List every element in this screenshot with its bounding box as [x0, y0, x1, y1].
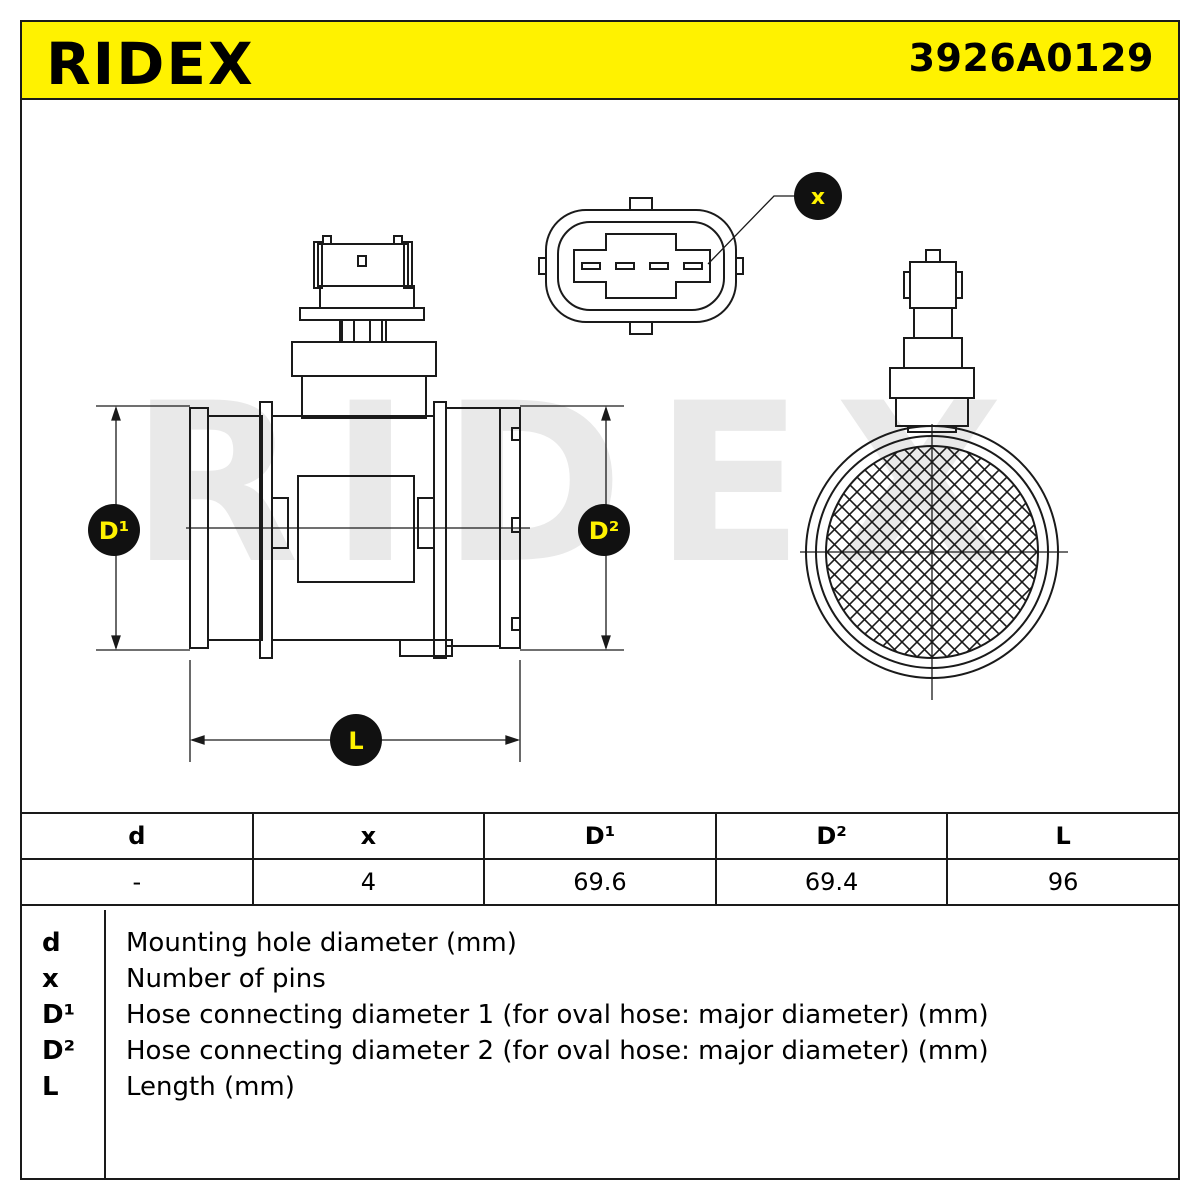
label-l-text: L: [348, 727, 363, 755]
legend-description: Number of pins: [126, 964, 326, 994]
table-header-cell: L: [946, 812, 1180, 860]
legend-item: D¹ Hose connecting diameter 1 (for oval …: [22, 1000, 1178, 1036]
table-header-cell: D¹: [483, 812, 717, 860]
label-x: x: [794, 172, 842, 220]
ridex-logo: RIDEX: [46, 30, 255, 98]
legend-item: D² Hose connecting diameter 2 (for oval …: [22, 1036, 1178, 1072]
dimension-d2: [520, 405, 624, 651]
legend-symbol: x: [42, 964, 59, 994]
legend-item: d Mounting hole diameter (mm): [22, 928, 1178, 964]
table-value-cell: 4: [251, 858, 486, 906]
legend-symbol: d: [42, 928, 61, 958]
table-value-cell: 69.4: [714, 858, 949, 906]
mesh-line: [901, 446, 1038, 658]
spec-table-header-row: d x D¹ D² L: [20, 812, 1180, 860]
legend-item: x Number of pins: [22, 964, 1178, 1000]
legend-description: Hose connecting diameter 1 (for oval hos…: [126, 1000, 989, 1030]
legend-symbol: D¹: [42, 1000, 75, 1030]
legend-divider: [104, 910, 106, 1178]
mesh-line: [826, 446, 948, 658]
technical-drawing: RIDEX: [88, 172, 1200, 766]
legend-description: Hose connecting diameter 2 (for oval hos…: [126, 1036, 989, 1066]
table-header-cell: x: [251, 812, 486, 860]
legend-symbol: L: [42, 1072, 59, 1102]
table-value-cell: 96: [946, 858, 1180, 906]
mesh-line: [1052, 402, 1200, 702]
table-header-cell: d: [20, 812, 254, 860]
mesh-line: [826, 446, 948, 658]
mesh-line: [1082, 402, 1200, 702]
legend-description: Mounting hole diameter (mm): [126, 928, 517, 958]
label-x-text: x: [811, 185, 825, 210]
label-d2-text: D²: [589, 517, 619, 545]
mesh-line: [1052, 402, 1200, 702]
legend: d Mounting hole diameter (mm) x Number o…: [20, 910, 1180, 1180]
mesh-line: [916, 446, 1038, 658]
table-value-cell: 69.6: [483, 858, 717, 906]
mesh-line: [901, 446, 1038, 658]
legend-item: L Length (mm): [22, 1072, 1178, 1108]
label-d2: D²: [578, 504, 630, 556]
mesh-line: [826, 446, 963, 658]
header-bar: RIDEX 3926A0129: [20, 20, 1180, 100]
mesh-line: [1067, 402, 1200, 702]
connector-face: [538, 195, 796, 335]
legend-description: Length (mm): [126, 1072, 295, 1102]
watermark-text: RIDEX: [130, 356, 1034, 612]
mesh-line: [916, 446, 1038, 658]
legend-symbol: D²: [42, 1036, 75, 1066]
label-d1: D¹: [88, 504, 140, 556]
label-d1-text: D¹: [99, 517, 129, 545]
mesh-line: [1067, 402, 1200, 702]
mesh-line: [826, 446, 963, 658]
brand-text: RIDEX: [46, 30, 255, 98]
table-header-cell: D²: [714, 812, 949, 860]
label-l: L: [330, 714, 382, 766]
spec-table: d x D¹ D² L - 4 69.6 69.4 96: [20, 812, 1180, 906]
spec-table-value-row: - 4 69.6 69.4 96: [20, 858, 1180, 906]
part-number: 3926A0129: [908, 36, 1154, 80]
mesh-line: [1082, 402, 1200, 702]
table-value-cell: -: [20, 858, 254, 906]
